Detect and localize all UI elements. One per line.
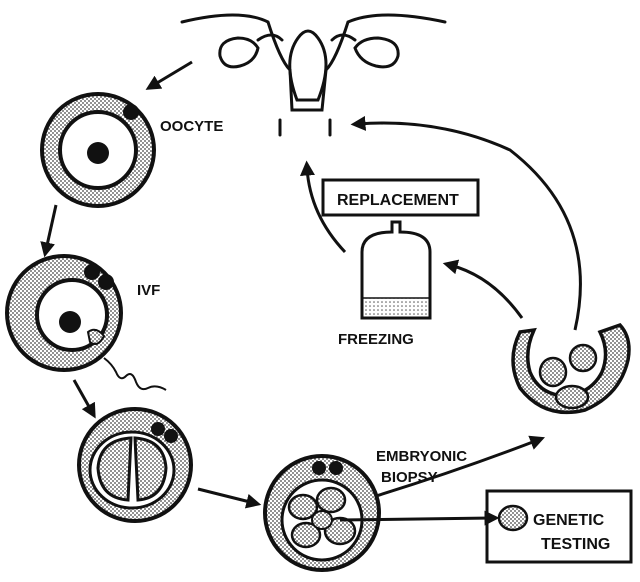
replacement-box [321, 178, 480, 217]
arrow-ivf-to-embryo [72, 379, 96, 419]
arrow-blastocyst-to-freezing [442, 259, 524, 319]
freezing-label: FREEZING [338, 331, 414, 348]
cycle-arrows [40, 60, 582, 526]
freezing-flask [360, 220, 432, 320]
ivf-cell [5, 254, 123, 372]
uterus-illustration [180, 13, 447, 137]
blastocyst [511, 322, 631, 415]
embryonic-label: EMBRYONIC [376, 448, 467, 465]
arrow-embryo-to-biopsy [197, 487, 262, 509]
oocyte-cell [40, 92, 156, 208]
biopsied-cell [497, 504, 529, 532]
sperm-tail [103, 357, 167, 391]
arrow-biopsy-to-blastocyst [375, 435, 546, 498]
ivf-label: IVF [137, 282, 160, 299]
multi-cell-embryo [263, 454, 381, 572]
arrow-blastocyst-to-uterus [350, 115, 582, 331]
arrow-freezing-to-uterus [299, 160, 347, 254]
genetic-label: GENETIC [533, 512, 605, 529]
arrow-oocyte-to-ivf [40, 204, 58, 258]
arrow-uterus-to-oocyte [145, 60, 193, 90]
two-cell-embryo [77, 407, 193, 523]
testing-label: TESTING [541, 536, 610, 553]
genetic-testing-box [485, 489, 633, 564]
replacement-label: REPLACEMENT [337, 192, 459, 209]
oocyte-label: OOCYTE [160, 118, 223, 135]
arrow-biopsy-to-genetic [339, 510, 500, 526]
